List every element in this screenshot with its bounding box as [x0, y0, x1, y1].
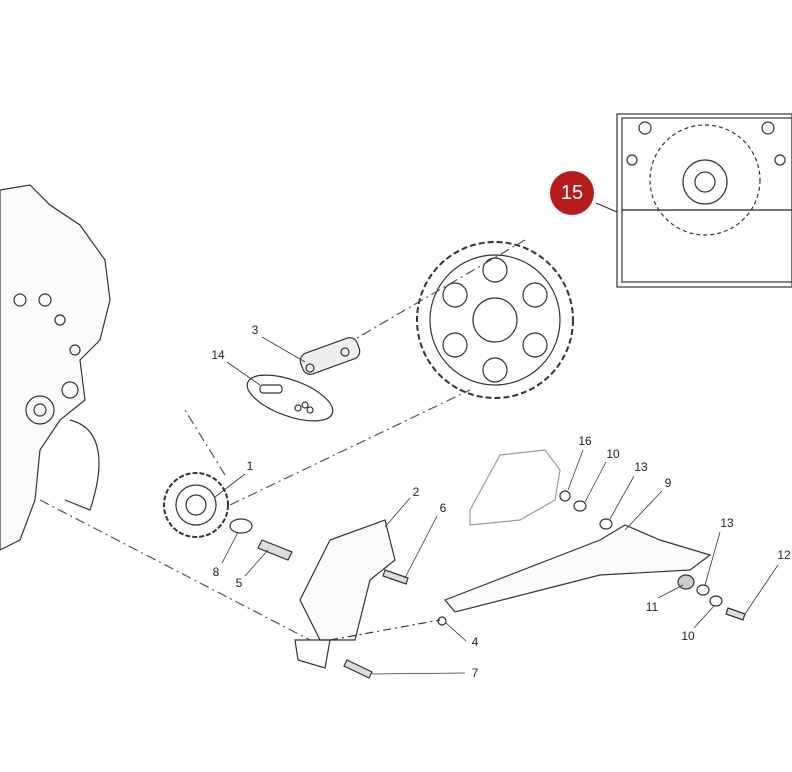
highlight-badge-15[interactable]: 15 — [550, 171, 594, 215]
callout-3: 3 — [251, 323, 259, 337]
inset-detail-view — [616, 113, 792, 288]
washer — [229, 518, 253, 534]
callout-5: 5 — [235, 576, 243, 590]
callout-14: 14 — [211, 348, 225, 362]
leader-lines — [214, 336, 779, 675]
engine-block — [0, 184, 111, 551]
inset-leader-line — [595, 202, 618, 213]
swingarm-outline — [469, 449, 561, 526]
screw-12 — [725, 607, 746, 621]
bushing — [573, 500, 587, 512]
bracket-screw — [343, 659, 373, 679]
rear-sprocket — [416, 241, 574, 399]
washer-10b — [709, 595, 723, 607]
callout-13a: 13 — [634, 460, 648, 474]
callout-4: 4 — [471, 635, 479, 649]
callout-10b: 10 — [681, 629, 695, 643]
callout-7: 7 — [471, 666, 479, 680]
callout-12: 12 — [777, 548, 791, 562]
cover-bracket — [294, 639, 331, 669]
chain-link — [299, 337, 361, 375]
callout-13b: 13 — [720, 516, 734, 530]
callout-8: 8 — [212, 565, 220, 579]
washer-13a — [599, 518, 613, 530]
callout-9: 9 — [664, 476, 672, 490]
bushing-11 — [677, 574, 695, 590]
nut — [559, 490, 571, 502]
cover-screw — [382, 569, 409, 585]
callout-11: 11 — [645, 600, 659, 614]
callout-16: 16 — [578, 434, 592, 448]
chain-path — [39, 239, 526, 641]
washer-13b — [696, 584, 710, 596]
spacer — [437, 616, 447, 626]
bolt — [257, 539, 293, 561]
front-sprocket — [163, 472, 229, 538]
sprocket-cover — [299, 519, 396, 641]
callout-2: 2 — [412, 485, 420, 499]
master-link-kit — [246, 374, 334, 422]
callout-6: 6 — [439, 501, 447, 515]
callout-1: 1 — [246, 459, 254, 473]
chain-slider — [444, 524, 712, 613]
callout-10a: 10 — [606, 447, 620, 461]
